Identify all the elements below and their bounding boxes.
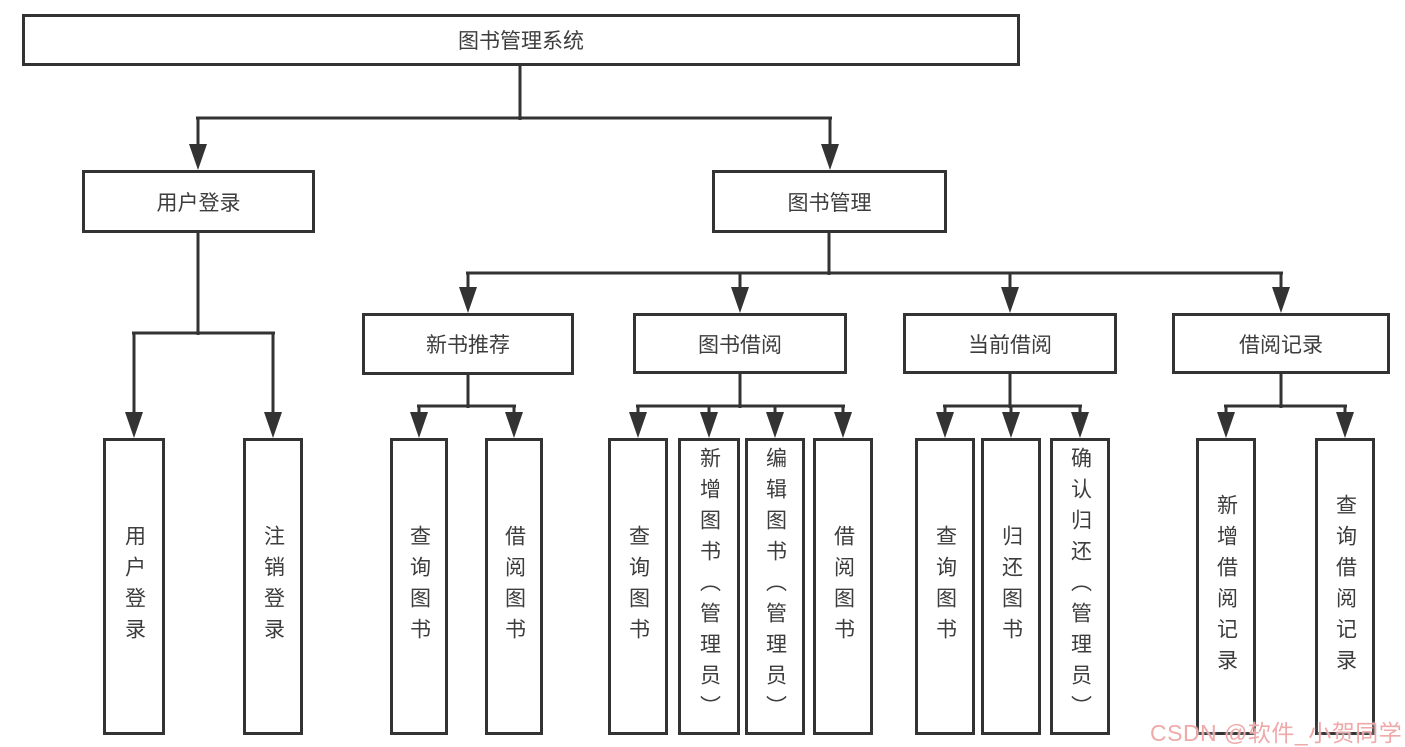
node-root: 图书管理系统 xyxy=(22,14,1020,66)
connector-borrow-record xyxy=(1217,372,1354,438)
leaf-edit-books-admin: 编辑图书（管理员） xyxy=(745,438,805,735)
leaf-user-login: 用户登录 xyxy=(103,438,165,735)
node-book-management: 图书管理 xyxy=(712,170,947,233)
leaf-borrow-books: 借阅图书 xyxy=(813,438,873,735)
leaf-add-books-admin: 新增图书（管理员） xyxy=(678,438,740,735)
leaf-confirm-return-admin: 确认归还（管理员） xyxy=(1050,438,1110,735)
node-user-login: 用户登录 xyxy=(82,170,315,233)
connector-new-book-recommend xyxy=(410,373,523,438)
leaf-recommend-query-books: 查询图书 xyxy=(390,438,448,735)
connector-user-login xyxy=(125,231,282,438)
csdn-watermark: CSDN @软件_小贺同学 xyxy=(1150,720,1403,746)
node-borrow-record: 借阅记录 xyxy=(1172,313,1390,374)
leaf-logout: 注销登录 xyxy=(243,438,303,735)
connector-root xyxy=(189,66,839,170)
leaf-add-borrow-record: 新增借阅记录 xyxy=(1196,438,1256,735)
connector-book-management xyxy=(459,231,1290,313)
leaf-current-query-books: 查询图书 xyxy=(915,438,975,735)
leaf-return-books: 归还图书 xyxy=(981,438,1041,735)
node-new-book-recommend: 新书推荐 xyxy=(362,313,574,375)
leaf-query-borrow-record: 查询借阅记录 xyxy=(1315,438,1375,735)
node-book-borrow: 图书借阅 xyxy=(633,313,847,374)
connector-book-borrow xyxy=(629,372,852,438)
connector-current-borrow xyxy=(936,372,1089,438)
node-current-borrow: 当前借阅 xyxy=(903,313,1117,374)
leaf-borrow-query-books: 查询图书 xyxy=(608,438,668,735)
leaf-recommend-borrow-books: 借阅图书 xyxy=(485,438,543,735)
